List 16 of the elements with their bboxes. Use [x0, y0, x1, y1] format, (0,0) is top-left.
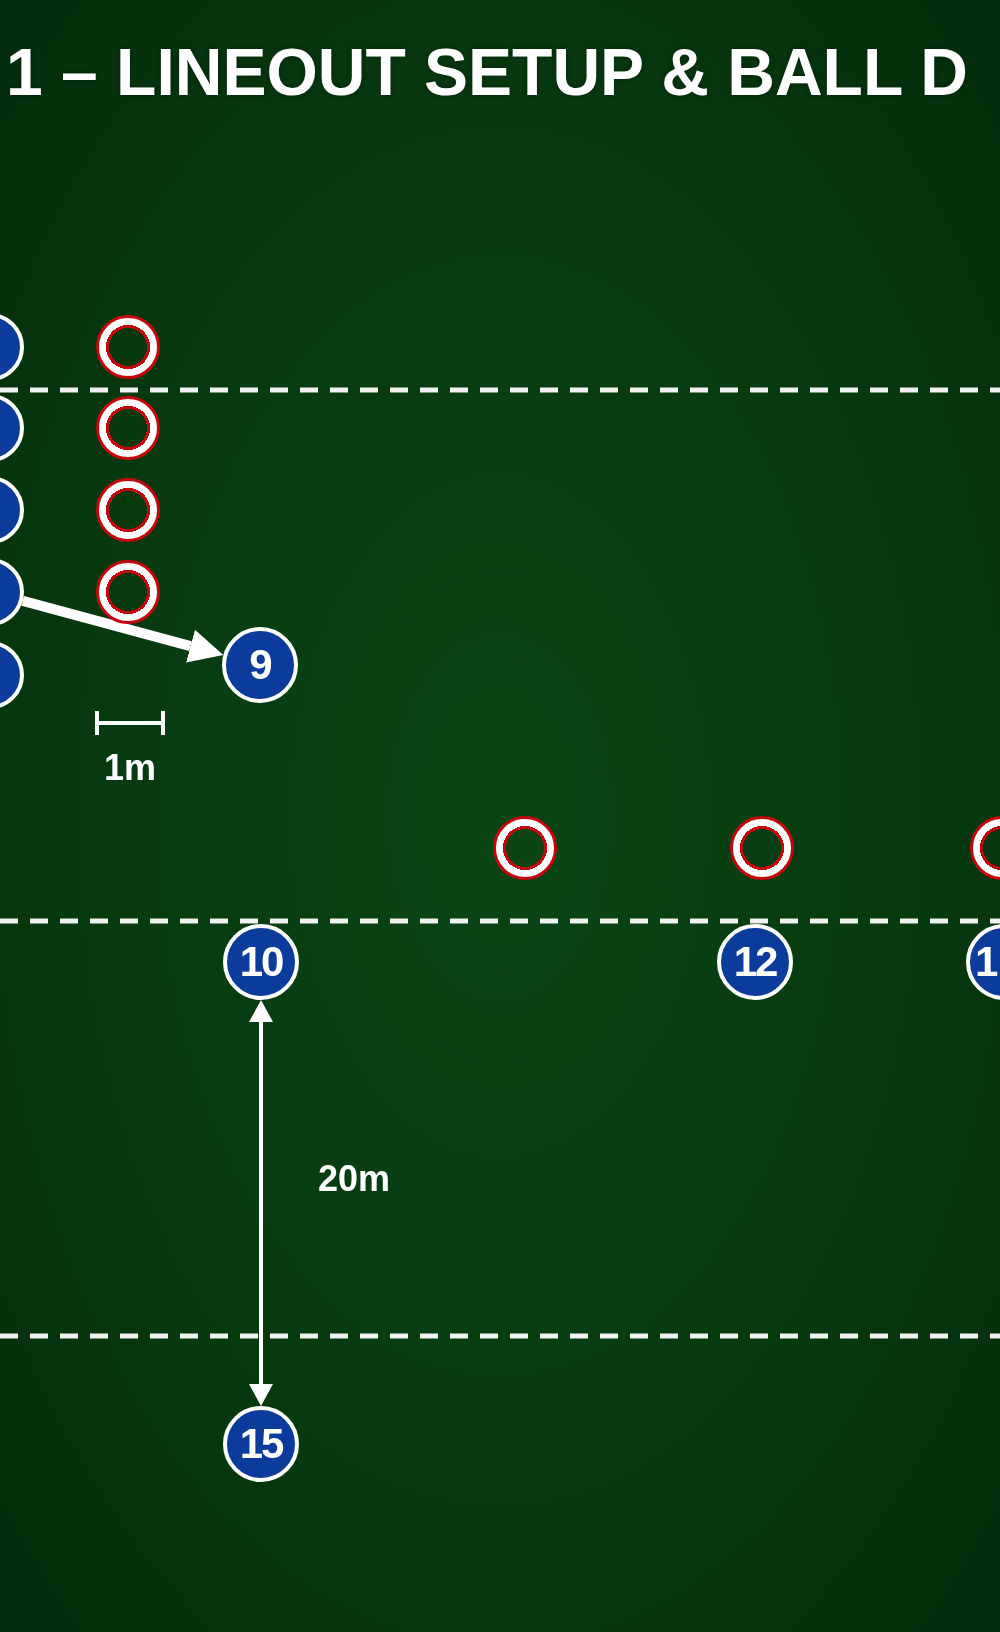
player-number: 1: [975, 940, 997, 984]
title: 1 – LINEOUT SETUP & BALL D: [6, 34, 969, 111]
dimension-label: 1m: [104, 748, 157, 788]
hollow-player-marker: [96, 315, 160, 379]
distance-arrow: [249, 1000, 273, 1406]
hollow-player-marker: [96, 560, 160, 624]
hollow-player-marker: [96, 396, 160, 460]
pass-arrow: [21, 596, 224, 663]
hollow-player-marker: [493, 816, 557, 880]
player-number: 12: [733, 940, 777, 984]
player-number: 9: [249, 643, 271, 687]
hollow-player-marker: [730, 816, 794, 880]
player-number: 10: [239, 940, 283, 984]
hollow-player-marker: [96, 478, 160, 542]
player-number: 15: [239, 1422, 283, 1466]
edge-label: 20m: [318, 1159, 391, 1199]
